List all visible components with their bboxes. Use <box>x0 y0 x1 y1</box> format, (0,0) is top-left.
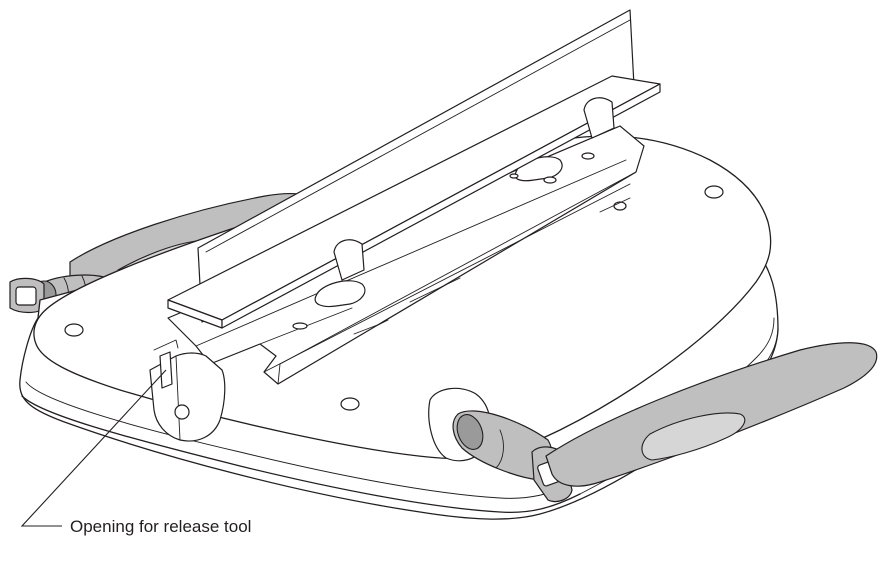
din-rail <box>167 9 661 329</box>
callout-leader-line <box>20 369 167 527</box>
right-antenna <box>428 342 878 503</box>
release-tab <box>149 339 226 442</box>
callout-label: Opening for release tool <box>70 517 251 536</box>
callout-release-tool: Opening for release tool <box>20 369 251 536</box>
